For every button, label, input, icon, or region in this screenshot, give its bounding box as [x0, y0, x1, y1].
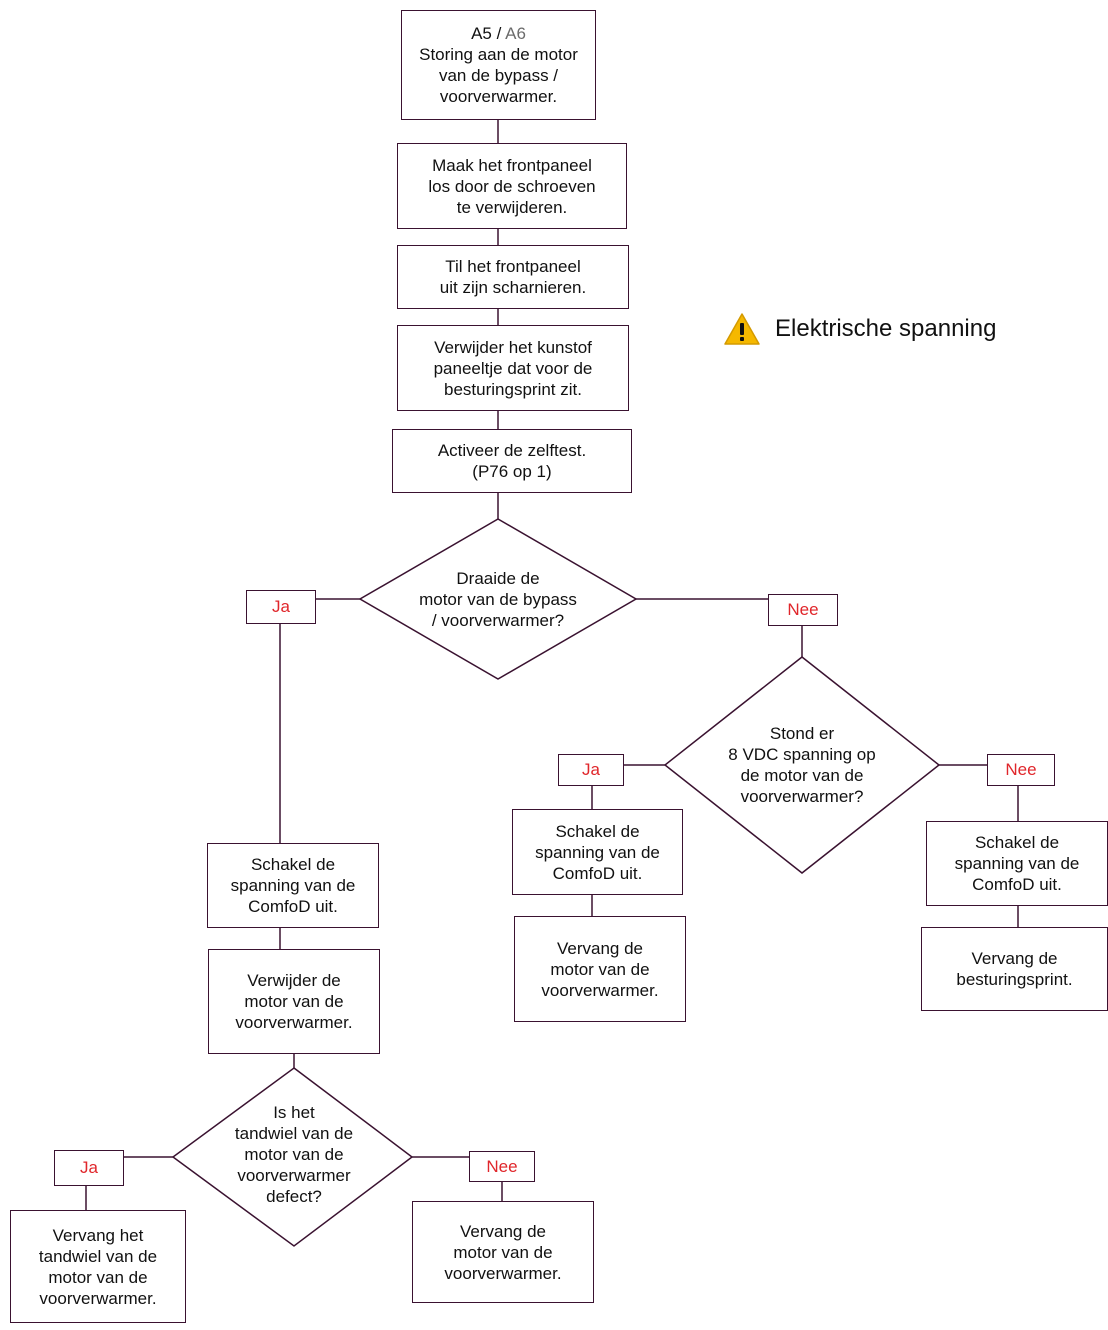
left-remove-motor-box: Verwijder de motor van de voorverwarmer. — [208, 949, 380, 1054]
code-separator: / — [491, 24, 506, 43]
warning-text: Elektrische spanning — [775, 315, 997, 342]
step-remove-plastic-panel: Verwijder het kunstof paneeltje dat voor… — [397, 325, 629, 411]
decision1-no-label: Nee — [768, 594, 838, 626]
mid-switch-off-box: Schakel de spanning van de ComfoD uit. — [512, 809, 683, 895]
decision1-yes-label: Ja — [246, 590, 316, 624]
start-box: A5 / A6 Storing aan de motor van de bypa… — [401, 10, 596, 120]
replace-motor-box: Vervang de motor van de voorverwarmer. — [412, 1201, 594, 1303]
step-activate-selftest: Activeer de zelftest. (P76 op 1) — [392, 429, 632, 493]
decision2-diamond — [663, 656, 941, 874]
step-remove-front-panel: Maak het frontpaneel los door de schroev… — [397, 143, 627, 229]
warning-triangle-icon — [724, 313, 760, 345]
decision2-text: Stond er 8 VDC spanning op de motor van … — [728, 724, 876, 806]
decision1-text: Draaide de motor van de bypass / voorver… — [419, 568, 577, 630]
mid-replace-motor-box: Vervang de motor van de voorverwarmer. — [514, 916, 686, 1022]
start-description: Storing aan de motor van de bypass / voo… — [419, 45, 578, 106]
decision3-diamond — [171, 1067, 414, 1247]
step-lift-front-panel: Til het frontpaneel uit zijn scharnieren… — [397, 245, 629, 309]
decision3-yes-label: Ja — [54, 1150, 124, 1186]
code-a5: A5 — [471, 24, 492, 43]
decision3-text: Is het tandwiel van de motor van de voor… — [234, 1102, 354, 1206]
decision1-diamond — [358, 518, 638, 680]
code-a6: A6 — [505, 24, 526, 43]
electrical-warning: Elektrische spanning — [723, 312, 996, 346]
error-codes: A5 / A6 — [471, 23, 526, 44]
decision3-no-label: Nee — [469, 1151, 535, 1182]
right-switch-off-box: Schakel de spanning van de ComfoD uit. — [926, 821, 1108, 906]
replace-gear-box: Vervang het tandwiel van de motor van de… — [10, 1210, 186, 1323]
left-switch-off-box: Schakel de spanning van de ComfoD uit. — [207, 843, 379, 928]
right-replace-print-box: Vervang de besturingsprint. — [921, 927, 1108, 1011]
decision2-no-label: Nee — [987, 754, 1055, 786]
decision2-yes-label: Ja — [558, 754, 624, 786]
